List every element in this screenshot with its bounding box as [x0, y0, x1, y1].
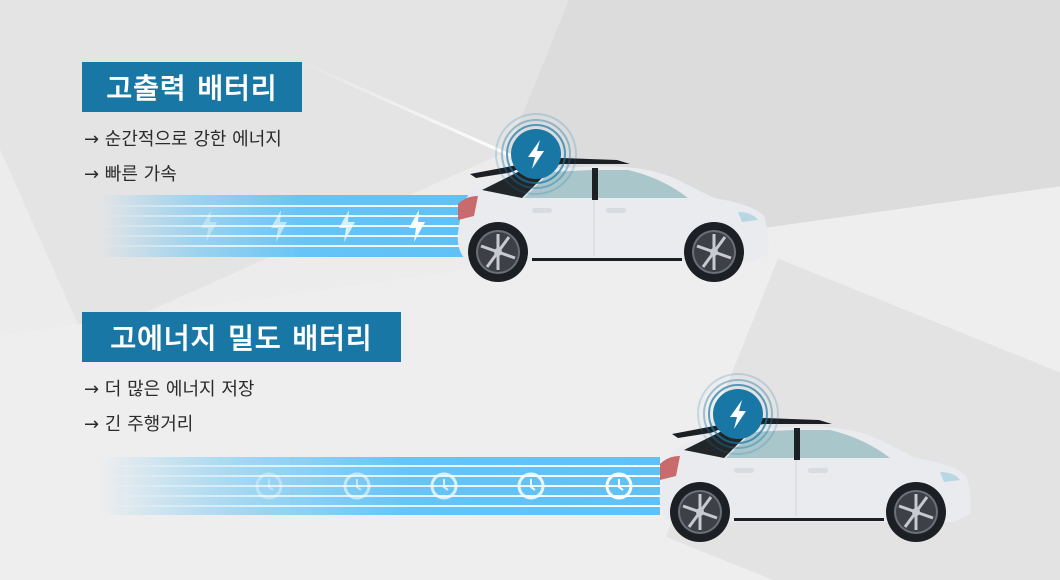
car-high-power [457, 113, 769, 282]
bullet-more-energy: → 더 많은 에너지 저장 [84, 379, 255, 400]
clock-icon [514, 469, 548, 503]
clock-icon [427, 469, 461, 503]
bullet-fast-acceleration: → 빠른 가속 [84, 164, 177, 185]
lightning-bolt-icon [330, 209, 364, 243]
car-high-density [659, 373, 971, 542]
lightning-bolt-icon [400, 209, 434, 243]
lightning-bolt-icon [192, 209, 226, 243]
energy-stream-high-power [100, 195, 470, 257]
clock-icon [340, 469, 374, 503]
bullet-long-range: → 긴 주행거리 [84, 414, 194, 435]
section-title-high-power: 고출력 배터리 [82, 62, 302, 112]
clock-icon [602, 469, 636, 503]
charging-badge [697, 373, 779, 455]
lightning-bolt-icon [262, 209, 296, 243]
energy-stream-high-density [100, 457, 660, 515]
bullet-instant-energy: → 순간적으로 강한 에너지 [84, 129, 282, 150]
charging-badge [495, 113, 577, 195]
section-title-high-density: 고에너지 밀도 배터리 [82, 312, 401, 362]
clock-icon [252, 469, 286, 503]
